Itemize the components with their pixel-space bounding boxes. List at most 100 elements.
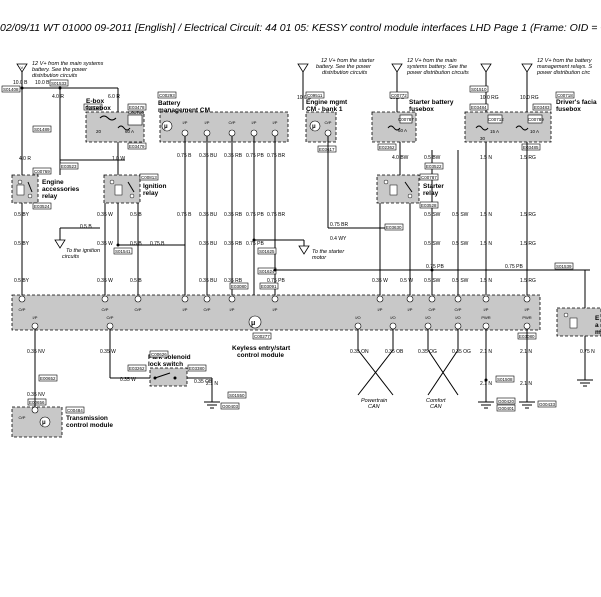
starter-relay: Starter relay C00787 [376, 173, 444, 204]
svg-text:C00712: C00712 [488, 117, 504, 122]
svg-text:10 A: 10 A [530, 129, 539, 134]
svg-text:1.5 N: 1.5 N [480, 155, 492, 161]
svg-text:0.5 B: 0.5 B [130, 212, 142, 218]
svg-text:relay: relay [143, 190, 159, 197]
svg-text:0.35 RB: 0.35 RB [224, 212, 243, 218]
svg-text:0.35 W: 0.35 W [97, 212, 113, 218]
svg-text:μ: μ [42, 420, 46, 426]
svg-text:0.35 OG: 0.35 OG [418, 349, 437, 355]
svg-text:I/O: I/O [390, 315, 395, 320]
svg-text:E03617: E03617 [319, 147, 335, 152]
svg-text:To the ignition: To the ignition [66, 248, 100, 254]
svg-text:0.35 OG: 0.35 OG [452, 349, 471, 355]
svg-text:systems battery. See the: systems battery. See the [407, 64, 467, 70]
svg-text:0.5 SW: 0.5 SW [424, 241, 441, 247]
svg-text:I/O: I/O [355, 315, 360, 320]
svg-text:4.0 R: 4.0 R [52, 94, 64, 100]
svg-text:I/P: I/P [484, 307, 489, 312]
svg-text:E03483: E03483 [534, 105, 550, 110]
svg-text:6.0 R: 6.0 R [108, 94, 120, 100]
svg-text:0.5 B: 0.5 B [130, 278, 142, 284]
svg-text:30: 30 [480, 136, 486, 141]
svg-text:V: V [21, 65, 24, 70]
svg-text:0.75 PB: 0.75 PB [267, 278, 285, 284]
svg-text:O/P: O/P [135, 307, 142, 312]
svg-text:0.75 N: 0.75 N [580, 349, 595, 355]
svg-text:0.35 BU: 0.35 BU [199, 278, 217, 284]
svg-text:O/P: O/P [102, 307, 109, 312]
svg-text:0.35 W: 0.35 W [120, 377, 136, 383]
lower-wires [34, 329, 528, 402]
svg-text:1.5 N: 1.5 N [480, 241, 492, 247]
svg-text:C00813: C00813 [141, 175, 157, 180]
svg-text:0.5 B: 0.5 B [130, 241, 142, 247]
kessy-top-pins: O/P O/P O/P I/P O/P I/P I/P I/P I/P O/P … [19, 295, 531, 312]
svg-text:2.1 N: 2.1 N [480, 381, 492, 387]
ignition-relay: Ignition relay C00813 [103, 173, 166, 204]
svg-text:Engine mgmt: Engine mgmt [306, 99, 348, 106]
svg-text:12 V+ from the main systems: 12 V+ from the main systems [32, 61, 104, 67]
svg-text:E03262: E03262 [129, 366, 145, 371]
svg-text:2.1 N: 2.1 N [206, 381, 218, 387]
starter-battery-note: 12 V+ from the starter battery. See the … [297, 58, 376, 76]
svg-text:4.0 BW: 4.0 BW [392, 155, 409, 161]
main-battery-note-2: 12 V+ from the main systems battery. See… [391, 58, 469, 76]
svg-text:Engine: Engine [42, 179, 64, 186]
bmcm-pins: I/P I/P O/P I/P I/P [181, 120, 279, 137]
svg-text:C00789: C00789 [528, 117, 544, 122]
svg-text:1.0 W: 1.0 W [112, 156, 125, 162]
svg-text:Battery: Battery [158, 100, 181, 107]
svg-text:S01539: S01539 [556, 264, 572, 269]
svg-text:0.5 SW: 0.5 SW [452, 278, 469, 284]
svg-text:E03524: E03524 [34, 204, 50, 209]
svg-text:60 A: 60 A [125, 129, 134, 134]
svg-text:10.0 B: 10.0 B [35, 80, 50, 86]
svg-text:0.5 BY: 0.5 BY [14, 212, 30, 218]
svg-text:1.5 RG: 1.5 RG [520, 278, 536, 284]
svg-text:CAN: CAN [368, 404, 380, 410]
svg-text:distribution circuits: distribution circuits [322, 70, 367, 76]
svg-text:distribution circuits: distribution circuits [32, 73, 77, 79]
svg-text:Starter: Starter [423, 183, 444, 190]
svg-text:PWR: PWR [481, 315, 490, 320]
svg-text:E00656: E00656 [29, 400, 45, 405]
svg-text:Ignition: Ignition [143, 183, 166, 190]
svg-text:C00772: C00772 [391, 93, 407, 98]
svg-text:C00277: C00277 [254, 334, 270, 339]
svg-text:1.5 RG: 1.5 RG [520, 241, 536, 247]
svg-text:control module: control module [237, 352, 284, 359]
page-header: 02/09/11 WT 01000 09-2011 [English] / El… [0, 22, 601, 34]
starter-battery-fusebox: Starter battery fusebox C00787 60 A [371, 99, 454, 143]
svg-text:control module: control module [66, 422, 113, 429]
svg-text:C00293: C00293 [159, 93, 175, 98]
svg-text:S01489: S01489 [34, 127, 50, 132]
svg-text:10.0 RG: 10.0 RG [520, 95, 539, 101]
svg-text:0.5 SW: 0.5 SW [424, 278, 441, 284]
svg-text:I/O: I/O [425, 315, 430, 320]
svg-text:O/P: O/P [325, 120, 332, 125]
svg-text:15 A: 15 A [490, 129, 499, 134]
battery-management-cm: Battery management CM μ [158, 100, 289, 143]
svg-text:E03522: E03522 [426, 164, 442, 169]
svg-text:12 V+ from the battery: 12 V+ from the battery [537, 58, 593, 64]
svg-text:Driver's facia: Driver's facia [556, 99, 597, 106]
svg-text:0.75 PB: 0.75 PB [505, 264, 523, 270]
svg-text:E03630: E03630 [386, 225, 402, 230]
svg-text:I/P: I/P [525, 307, 530, 312]
svg-text:0.4 WY: 0.4 WY [330, 236, 347, 242]
svg-text:power distribution circ: power distribution circ [536, 70, 590, 76]
svg-text:2.1 N: 2.1 N [520, 381, 532, 387]
svg-text:0.35 W: 0.35 W [97, 278, 113, 284]
svg-text:Park solenoid: Park solenoid [148, 354, 191, 361]
svg-text:0.35 W: 0.35 W [100, 349, 116, 355]
svg-text:μ: μ [312, 124, 316, 130]
svg-text:lock switch: lock switch [148, 361, 183, 368]
svg-text:0.75 B: 0.75 B [150, 241, 165, 247]
svg-text:0.35 NV: 0.35 NV [27, 392, 46, 398]
svg-text:0.5 BY: 0.5 BY [14, 241, 30, 247]
park-solenoid-lock-switch: Park solenoid lock switch C00626 [148, 350, 191, 387]
svg-text:S01533: S01533 [51, 81, 67, 86]
svg-text:C00769: C00769 [34, 169, 50, 174]
svg-text:G00403: G00403 [222, 404, 239, 409]
svg-text:0.35 OB: 0.35 OB [385, 349, 404, 355]
